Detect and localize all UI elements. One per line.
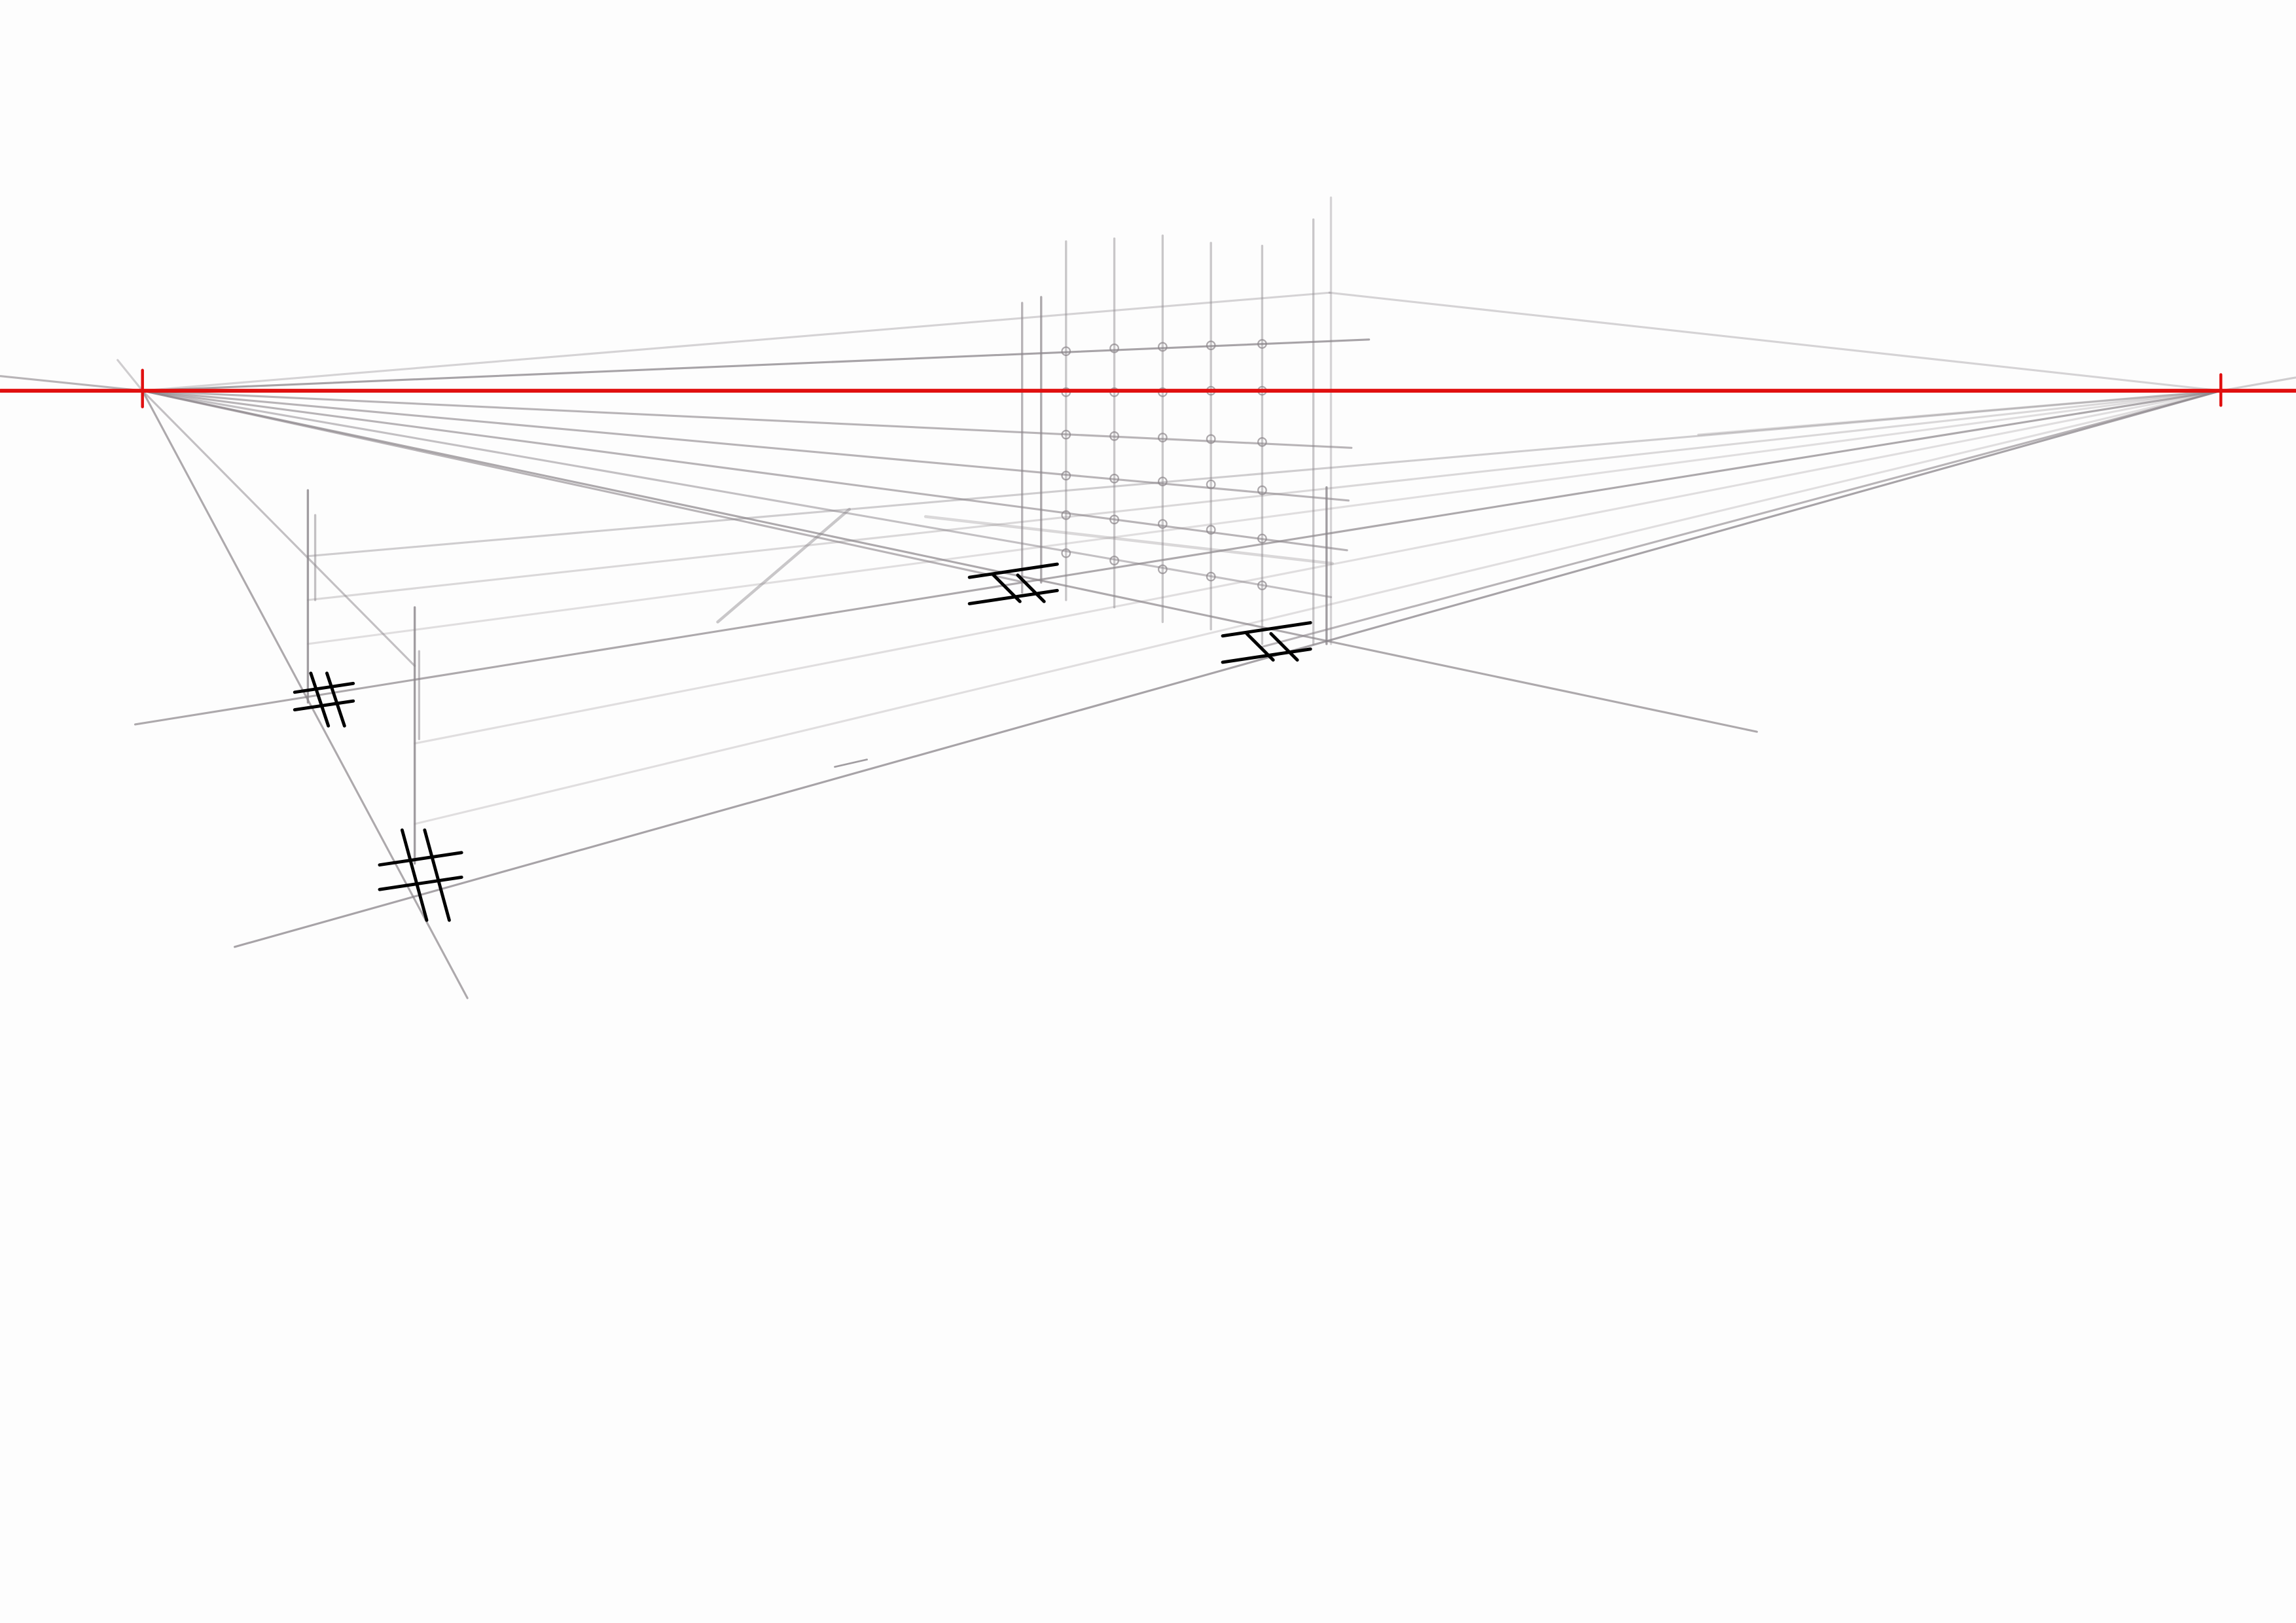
left-vp-line	[141, 389, 1758, 733]
vertical-lines	[306, 196, 1333, 865]
grid-point	[1109, 556, 1119, 565]
hash-stroke	[1269, 632, 1299, 662]
hash-stroke	[967, 562, 1059, 579]
grid-point	[1257, 533, 1267, 544]
grid-point	[1157, 476, 1168, 487]
grid-point	[1206, 525, 1216, 535]
grid-point	[1257, 339, 1267, 349]
right-vp-line	[306, 389, 2222, 645]
grid-point	[1157, 433, 1168, 443]
grid-point	[1061, 429, 1071, 440]
left-vp-line	[141, 338, 1371, 392]
stray-stroke	[834, 758, 868, 768]
hash-stroke	[309, 671, 331, 728]
left-vp-line	[141, 389, 1350, 502]
hash-stroke	[1016, 573, 1046, 603]
grid-point	[1206, 340, 1216, 351]
hash-marks	[293, 562, 1312, 922]
left-vp-line	[141, 389, 416, 668]
right-vp-line	[134, 389, 2222, 726]
grid-point	[1061, 548, 1071, 558]
grid-point	[1157, 519, 1168, 529]
grid-point	[1061, 471, 1071, 481]
diagonal-line	[716, 507, 852, 624]
right-vp-line	[234, 389, 2222, 948]
left-vp-line	[141, 389, 1333, 598]
right-vp-line	[306, 389, 2222, 558]
right-vp-line	[1328, 291, 2222, 392]
left-vp-line	[0, 375, 144, 392]
left-vp-line	[117, 359, 144, 392]
right-vp-line	[414, 389, 2222, 825]
left-vp-line	[141, 389, 1026, 584]
hash-stroke	[293, 681, 355, 694]
left-vp-line	[141, 291, 1331, 392]
grid-point	[1257, 485, 1267, 495]
grid-point	[1206, 479, 1216, 490]
hash-stroke	[423, 828, 451, 922]
grid-point	[1157, 342, 1168, 352]
left-vp-line	[141, 389, 1353, 449]
construction-lines	[0, 291, 2296, 999]
grid-point	[1061, 510, 1071, 520]
left-vp-line	[141, 389, 1348, 552]
construction-line	[924, 515, 1335, 565]
hash-stroke	[325, 671, 346, 728]
grid-point	[1109, 343, 1119, 353]
grid-point	[1206, 434, 1216, 444]
grid-point	[1109, 514, 1119, 525]
grid-point	[1061, 346, 1071, 357]
hash-stroke	[1221, 621, 1312, 638]
grid-point	[1109, 473, 1119, 484]
right-vp-line	[306, 389, 2222, 601]
grid-point	[1257, 437, 1267, 447]
right-vp-line	[2219, 376, 2296, 392]
grid-point	[1109, 431, 1119, 441]
grid-point	[1206, 571, 1216, 582]
hash-stroke	[378, 875, 463, 891]
hash-stroke	[400, 828, 429, 922]
right-vp-line	[1261, 389, 2222, 648]
hash-stroke	[293, 699, 355, 712]
right-vp-line	[1697, 389, 2222, 436]
grid-point	[1157, 564, 1168, 575]
grid-points	[1061, 339, 1267, 590]
right-vp-line	[414, 389, 2222, 745]
hash-stroke	[992, 573, 1022, 603]
hash-stroke	[1245, 632, 1275, 662]
hash-stroke	[378, 851, 463, 867]
horizon-line	[0, 368, 2296, 408]
grid-point	[1257, 580, 1267, 590]
